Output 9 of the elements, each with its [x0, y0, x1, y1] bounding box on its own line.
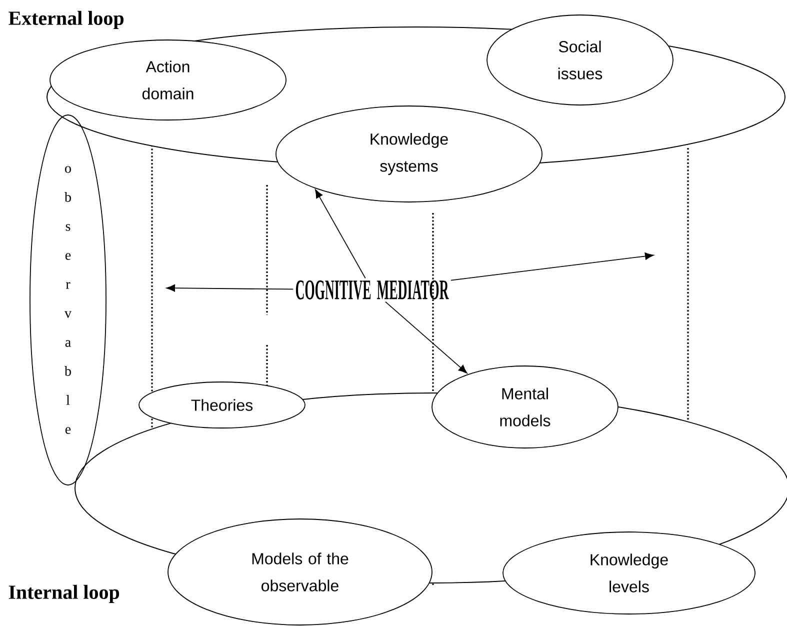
- mediator-label: COGNITIVE MEDIATOR: [296, 280, 449, 300]
- arrow: [450, 252, 654, 281]
- arrow: [385, 301, 468, 374]
- arrow: [166, 284, 294, 292]
- node-label: Models of the observable: [252, 552, 348, 592]
- loop-heading: Internal loop: [8, 584, 120, 604]
- node-label: Knowledge levels: [590, 554, 668, 592]
- loop-heading: External loop: [8, 10, 124, 30]
- arrow: [315, 189, 366, 279]
